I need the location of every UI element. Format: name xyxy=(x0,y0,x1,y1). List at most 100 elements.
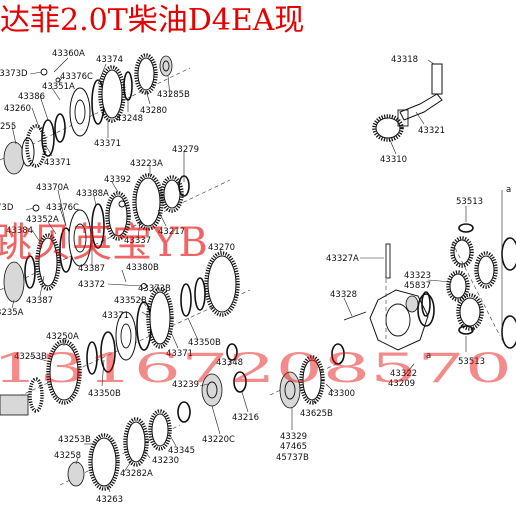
callout-43220C: 43220C xyxy=(202,435,235,445)
callout-43285B: 43285B xyxy=(157,90,190,100)
upper-gear-5 xyxy=(101,69,123,119)
middle-sleeve xyxy=(91,203,105,249)
reverse-end-ring xyxy=(233,371,247,393)
thrust-washer-bottom xyxy=(458,325,474,335)
callout-43263: 43263 xyxy=(96,495,123,505)
upper-gear-6 xyxy=(137,57,155,91)
callout-43350B-a: 43350B xyxy=(188,338,221,348)
lower-shaft-teeth xyxy=(28,377,44,413)
reverse-gear-2-teeth xyxy=(148,409,172,451)
side-gear-left xyxy=(449,273,467,299)
reverse-bearing-bore xyxy=(206,381,218,399)
upper-hub-bore xyxy=(74,99,86,125)
differential-shim xyxy=(417,293,435,327)
callout-43337: 43337 xyxy=(124,236,151,246)
lower-shaft-group xyxy=(0,251,240,416)
lower-synchro-hub xyxy=(115,311,137,361)
callout-43351A: 43351A xyxy=(42,82,75,92)
upper-bearing xyxy=(3,141,25,175)
callout-43352A: 43352A xyxy=(26,215,59,225)
callout-43322: 43322 xyxy=(390,369,417,379)
middle-gear-1-teeth xyxy=(35,233,61,291)
callout-43373B: 43373B xyxy=(138,284,171,294)
watermark-line1: 跳贝英宝YB xyxy=(0,220,208,266)
upper-end-bore xyxy=(162,60,170,72)
pinion-gear-bottom-teeth xyxy=(456,293,484,331)
callout-43345: 43345 xyxy=(168,446,195,456)
upper-gear-teeth xyxy=(25,124,47,168)
callout-43371-a: 43371 xyxy=(44,158,71,168)
pinion-shaft xyxy=(385,243,391,279)
middle-gear-2-teeth xyxy=(105,191,131,241)
callout-43392: 43392 xyxy=(104,175,131,185)
reverse-gear-teeth xyxy=(88,433,120,491)
callout-43310: 43310 xyxy=(380,155,407,165)
differential-group xyxy=(343,190,516,351)
callout-47465: 47465 xyxy=(280,442,307,452)
watermark-line2: 13167208570 xyxy=(0,346,512,392)
middle-bearing xyxy=(3,261,25,303)
lower-hub-bore xyxy=(120,323,132,349)
middle-gear-3-teeth xyxy=(132,173,164,231)
middle-gear-4 xyxy=(163,179,181,209)
callout-53513-a: 53513 xyxy=(456,197,483,207)
oil-seal-right-bottom xyxy=(501,315,516,349)
lower-gear-2 xyxy=(149,291,171,345)
callout-43223A: 43223A xyxy=(130,159,163,169)
differential-case-bore xyxy=(385,303,411,337)
callout-43280: 43280 xyxy=(140,106,167,116)
callout-43625B: 43625B xyxy=(300,409,333,419)
upper-end-bearing xyxy=(159,55,173,77)
lock-pin xyxy=(343,311,367,321)
callout-45837: 45837 xyxy=(404,281,431,291)
callout-43323: 43323 xyxy=(404,271,431,281)
callout-43253B-b: 43253B xyxy=(58,435,91,445)
reverse-gear-2 xyxy=(151,413,169,447)
pinion-gear-top xyxy=(453,239,471,265)
middle-synchro-hub xyxy=(68,209,92,267)
upper-gear-6-teeth xyxy=(134,53,158,95)
callout-43371-c: 43371 xyxy=(102,311,129,321)
callout-43386: 43386 xyxy=(18,92,45,102)
final-ring xyxy=(331,343,345,365)
upper-shaft-group xyxy=(3,53,173,175)
callout-43230: 43230 xyxy=(152,456,179,466)
middle-shaft-group xyxy=(3,173,190,303)
lower-gear-3-teeth xyxy=(204,251,240,317)
differential-left-ring xyxy=(421,291,431,317)
callout-a-2: a xyxy=(426,351,431,361)
reverse-idler-teeth xyxy=(123,417,149,467)
final-drive-group xyxy=(279,343,345,409)
lower-washer xyxy=(180,283,192,317)
callout-43350B-b: 43350B xyxy=(88,389,121,399)
middle-hub-bore xyxy=(73,223,87,253)
lower-shaft-spline xyxy=(0,394,29,416)
reverse-bushing xyxy=(67,461,85,487)
final-bearing-left-bore xyxy=(284,380,296,400)
speedo-gear-teeth xyxy=(372,114,404,142)
middle-spring xyxy=(118,200,126,208)
callout-43376C-b: 43376C xyxy=(46,203,79,213)
callout-43217: 43217 xyxy=(158,227,185,237)
middle-gear-2 xyxy=(108,195,128,237)
upper-washer xyxy=(123,71,133,101)
callout-43216: 43216 xyxy=(232,413,259,423)
callout-a-1: a xyxy=(506,185,511,195)
callout-43360A: 43360A xyxy=(52,49,85,59)
middle-gear-4-teeth xyxy=(160,175,184,213)
callout-43387-a: 43387 xyxy=(78,264,105,274)
callout-53513-b: 53513 xyxy=(458,357,485,367)
upper-synchro-hub xyxy=(69,87,91,137)
oil-seal-right-top xyxy=(501,237,516,271)
callout-43270: 43270 xyxy=(208,243,235,253)
callout-43370A: 43370A xyxy=(36,183,69,193)
middle-gear-1 xyxy=(38,237,58,287)
callout-43321: 43321 xyxy=(418,126,445,136)
final-bearing-left xyxy=(279,371,301,409)
pinion-gear-bottom xyxy=(459,297,481,327)
callout-43329: 43329 xyxy=(280,432,307,442)
callout-43384: 43384 xyxy=(6,226,33,236)
lower-synchro-ring xyxy=(100,331,116,373)
